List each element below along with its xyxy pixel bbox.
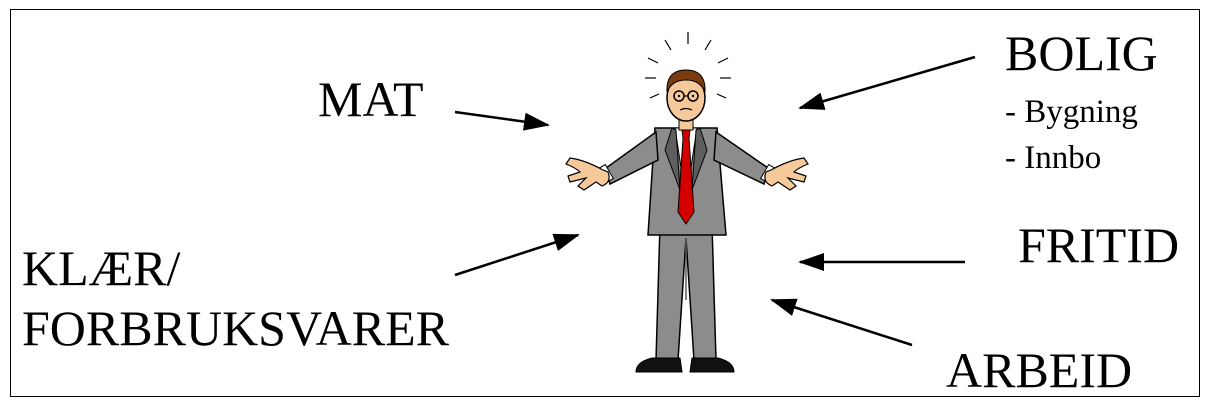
arrow-klaer	[455, 235, 578, 275]
businessman-figure	[566, 32, 808, 372]
left-hand-icon	[566, 158, 609, 190]
right-hand-icon	[765, 158, 808, 190]
arrow-arbeid	[772, 300, 912, 345]
arrow-bolig	[800, 57, 975, 108]
arrow-mat	[455, 112, 548, 125]
